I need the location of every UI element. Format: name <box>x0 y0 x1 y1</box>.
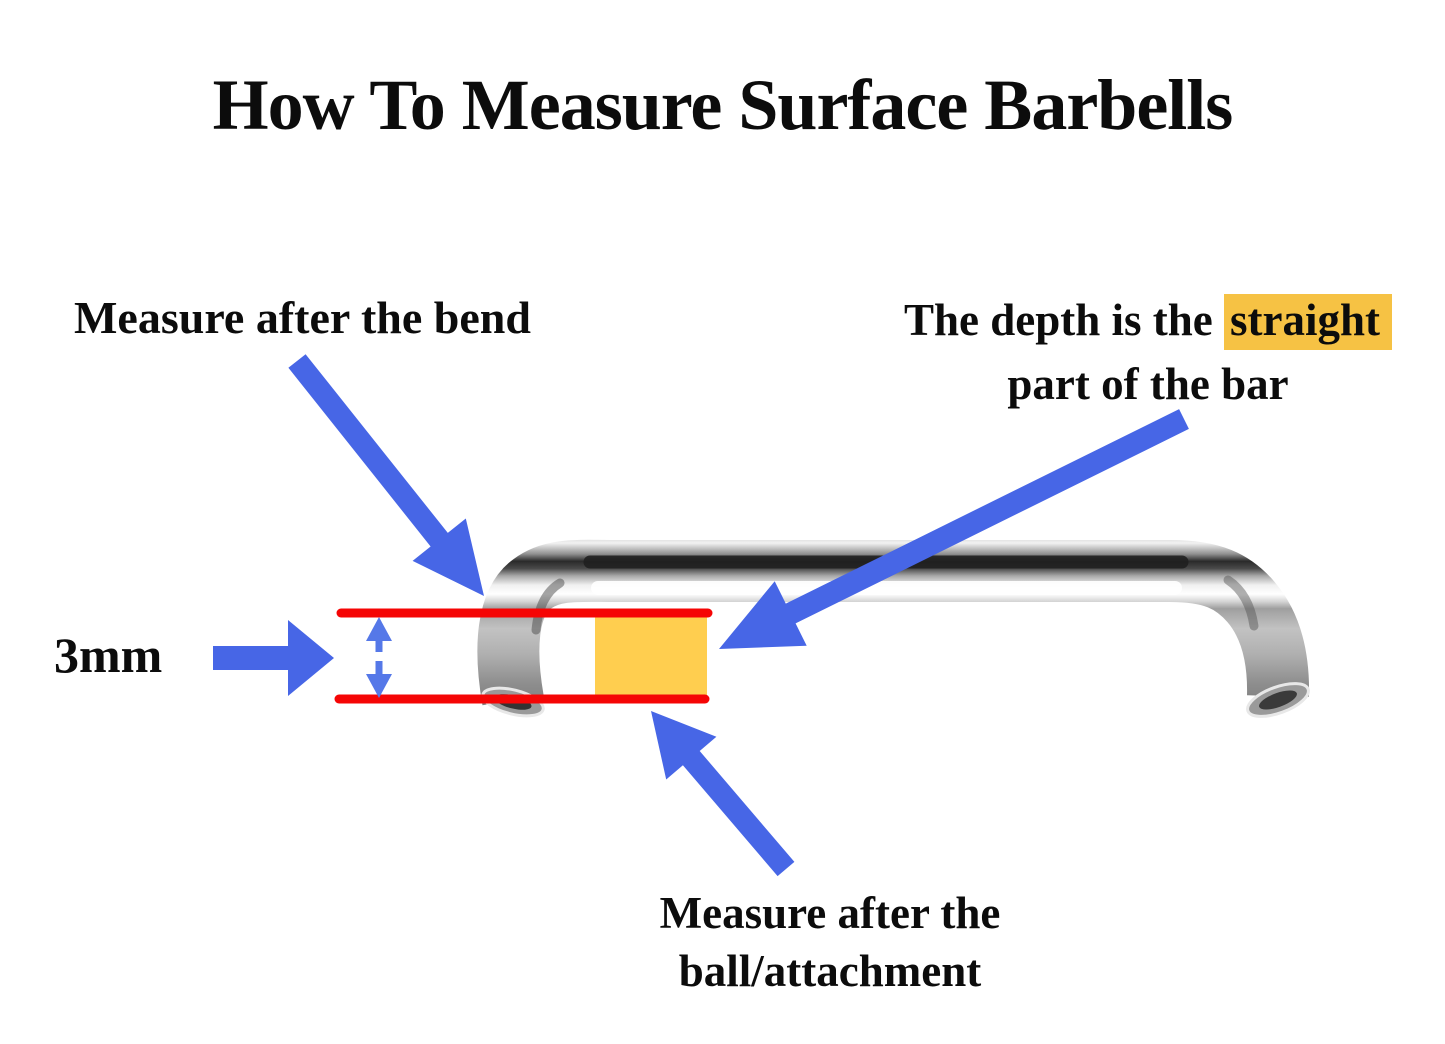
barbell-right-tip-opening <box>1246 682 1310 718</box>
arrow-down-right-icon <box>288 354 484 596</box>
label-depth: The depth is the straight part of the bar <box>818 288 1445 416</box>
page-title: How To Measure Surface Barbells <box>212 65 1234 145</box>
label-depth-line2: part of the bar <box>1007 359 1289 409</box>
arrow-down-left-icon <box>719 409 1189 649</box>
arrow-up-icon <box>366 617 392 641</box>
straight-section-marker <box>595 613 707 699</box>
gap-double-arrow <box>366 617 392 698</box>
label-measure-after-bend: Measure after the bend <box>74 292 531 343</box>
label-ball-line1: Measure after the <box>659 888 1001 938</box>
label-measure-after-ball: Measure after the ball/attachment <box>580 884 1080 1000</box>
barbell-left-bend-shade <box>531 578 565 635</box>
label-ball-line2: ball/attachment <box>678 946 982 996</box>
arrow-right-icon <box>213 620 334 696</box>
label-3mm: 3mm <box>54 627 163 683</box>
arrow-down-icon <box>366 674 392 698</box>
arrow-up-left-icon <box>651 711 795 877</box>
label-depth-line1: The depth is the <box>903 295 1225 345</box>
depth-highlight: straight <box>1224 294 1393 350</box>
barbell-right-bend-shade <box>1223 575 1259 631</box>
